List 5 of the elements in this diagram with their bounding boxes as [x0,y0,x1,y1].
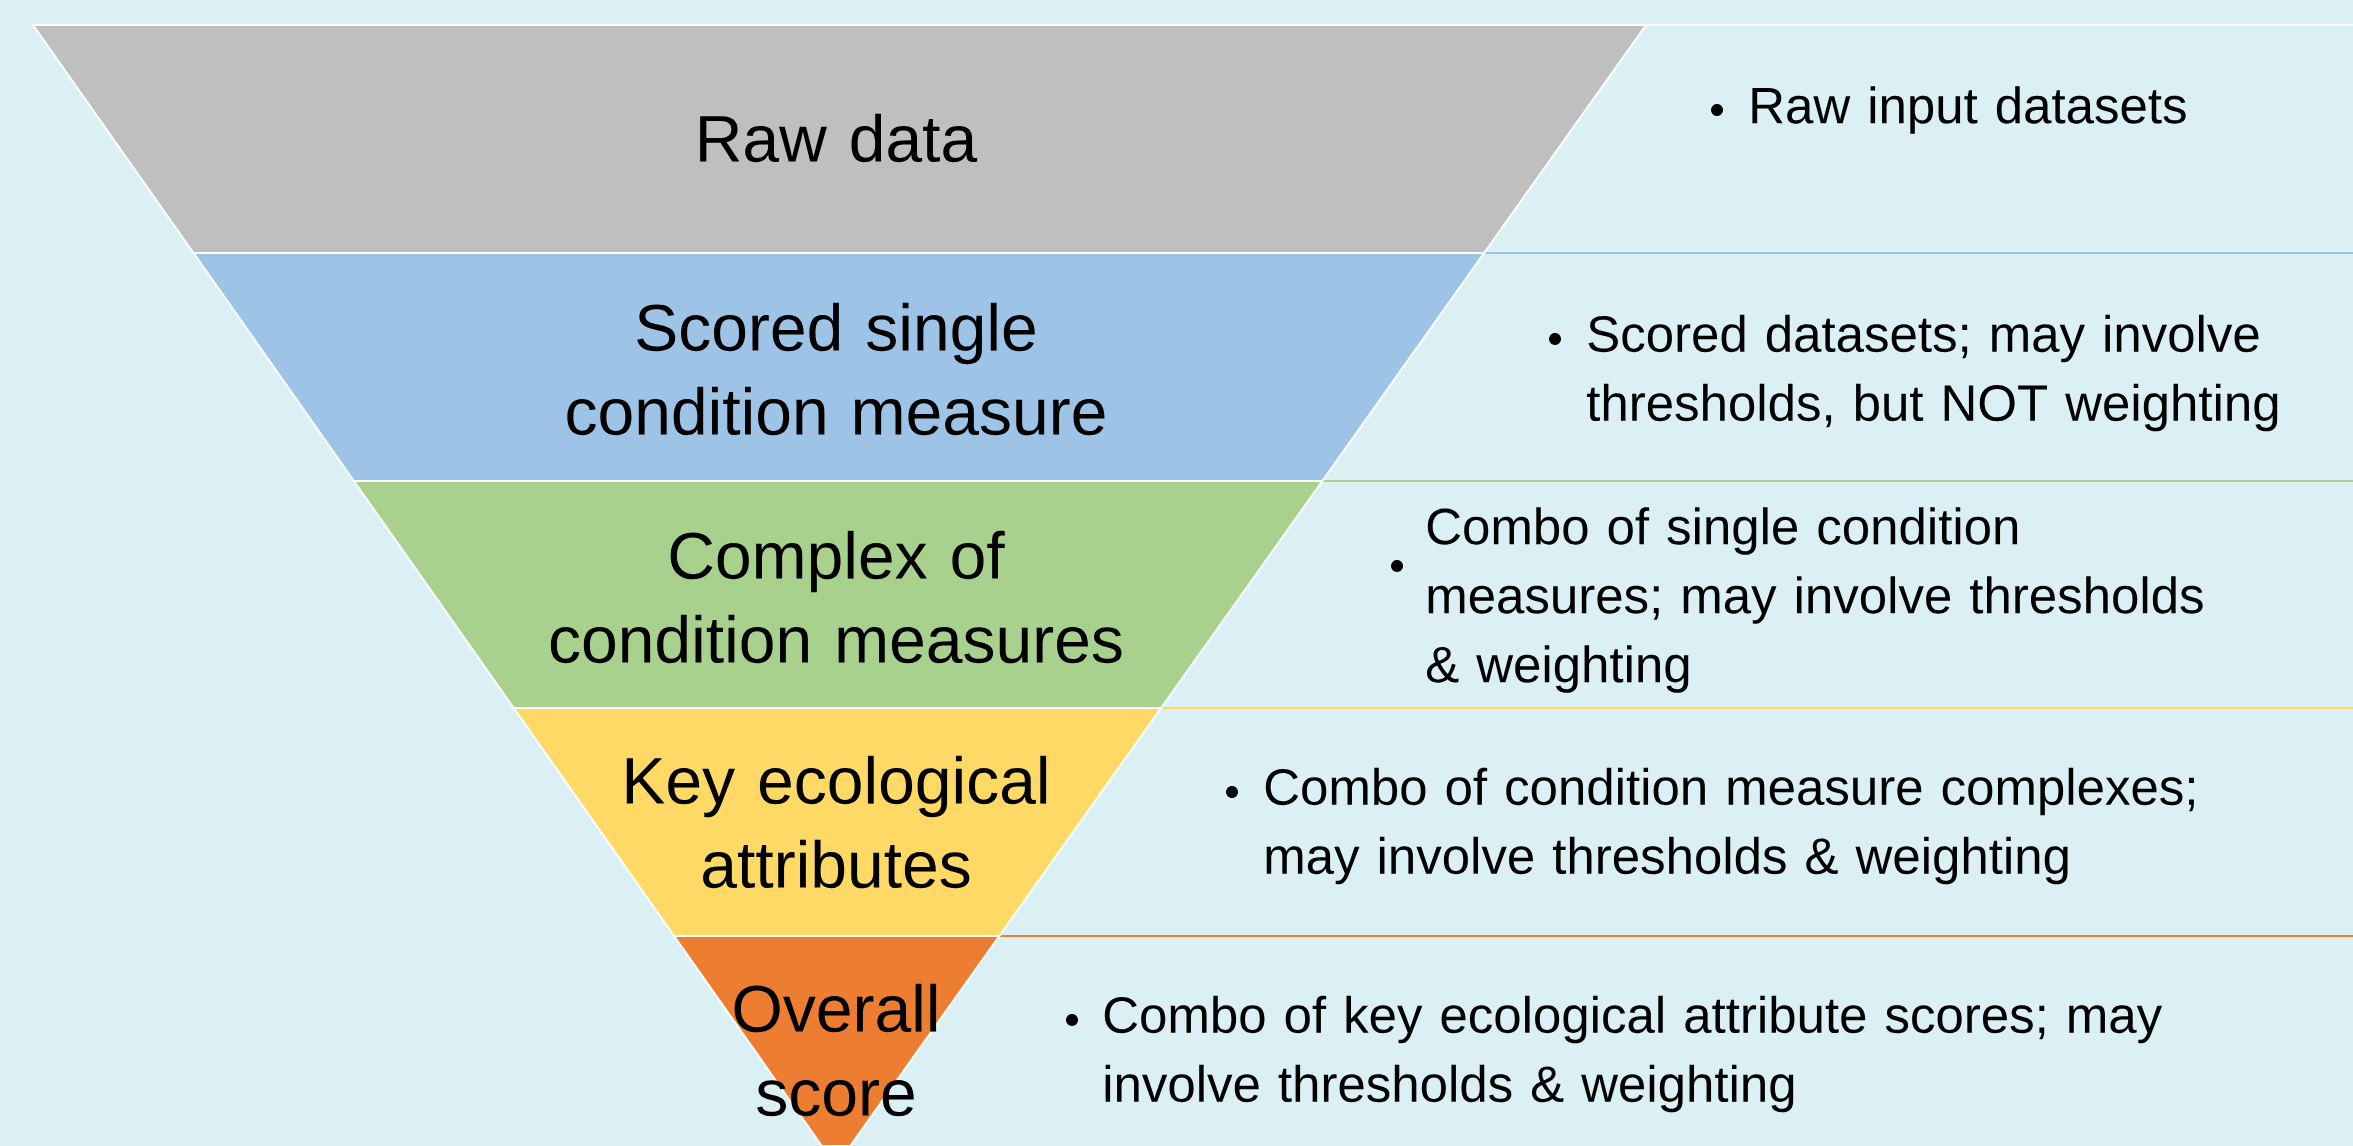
description-text: Combo of key ecological attribute scores; may involve thresholds & weighting [1104,995,2163,1113]
description-text: Raw input datasets [1752,86,2186,134]
description-text: Combo of condition measure complexes; may involve thresholds & weighting [1265,767,2194,885]
description-text: Combo of single condition measures; may involve thresholds & weighting [1427,507,2203,693]
description-text: Scored datasets; may involve thresholds, but NOT weighting [1587,314,2278,432]
